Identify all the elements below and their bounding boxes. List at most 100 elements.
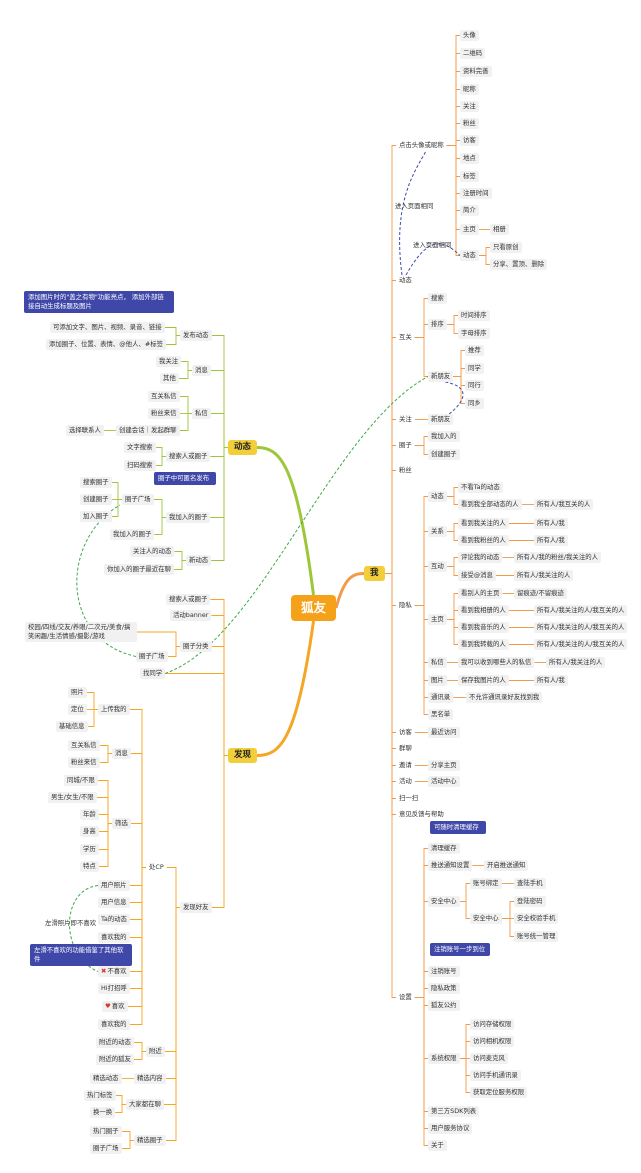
topic-label: 所有人/我关注的人 xyxy=(517,571,571,579)
topic-node: 通讯录 xyxy=(428,692,454,703)
topic-node: 动态 xyxy=(428,491,447,502)
topic-node: 扫码搜索 xyxy=(124,460,156,471)
topic-label: 用户照片 xyxy=(101,881,127,889)
callout-note: 圈子中可匿名发布 xyxy=(154,472,216,485)
topic-label: 特点 xyxy=(83,862,96,870)
topic-label: 注销账号 xyxy=(431,967,457,975)
topic-label: 访问相机权限 xyxy=(473,1037,512,1045)
branch-line xyxy=(414,445,428,455)
topic-label: 私信 xyxy=(431,658,444,666)
callout-note: 添加图片时的"盖之有物"功能亮点， 添加外部链接自动生成标题及图片 xyxy=(24,291,174,313)
topic-label: 安全中心 xyxy=(431,897,457,905)
topic-label: Ta的动态 xyxy=(101,915,127,923)
topic-label: 昵称 xyxy=(463,85,476,93)
topic-label: 看到我关注的人 xyxy=(461,519,506,527)
topic-node: 搜索 xyxy=(428,293,447,304)
topic-label: 发布动态 xyxy=(183,331,209,339)
topic-node: 动态 xyxy=(396,275,415,286)
topic-node: 处CP xyxy=(146,862,167,873)
topic-node: 粉丝 xyxy=(396,465,415,476)
topic-label: 喜欢我的 xyxy=(101,933,127,941)
topic-label: 获取定位服务权限 xyxy=(473,1088,525,1096)
annotation-label: 进入页面相同 xyxy=(395,202,434,210)
topic-node: ✖不喜欢 xyxy=(98,966,130,977)
topic-label: 所有人/我 xyxy=(537,519,565,527)
topic-node: 简介 xyxy=(460,205,479,216)
topic-node: 隐私政策 xyxy=(428,983,460,994)
topic-label: 所有人/我关注的人/我互关的人 xyxy=(537,606,625,614)
topic-node: 访客 xyxy=(460,135,479,146)
branch-line xyxy=(179,413,192,431)
topic-node: 私信 xyxy=(192,408,211,419)
topic-node: 访问手机通讯录 xyxy=(470,1070,521,1081)
topic-label: 接受@消息 xyxy=(461,571,493,579)
topic-node: 黑名单 xyxy=(428,709,454,720)
topic-node: 群聊 xyxy=(396,743,415,754)
topic-label: 通讯录 xyxy=(431,693,451,701)
topic-label: 圈子分类 xyxy=(183,642,209,650)
topic-node: 附近的狐友 xyxy=(96,1054,134,1065)
topic-node: 搜索圈子 xyxy=(80,477,112,488)
branch-line xyxy=(414,997,428,1146)
topic-label: 消息 xyxy=(195,366,208,374)
topic-label: 动态 xyxy=(431,492,444,500)
topic-label: 新朋友 xyxy=(431,372,451,380)
topic-label: 创建圈子 xyxy=(431,450,457,458)
topic-label: 搜索人或圈子 xyxy=(169,595,208,603)
topic-label: 所有人/我的粉丝/我关注的人 xyxy=(517,553,598,561)
topic-node: 粉丝来信 xyxy=(68,757,100,768)
topic-label: 活动中心 xyxy=(431,777,457,785)
topic-node: 新朋友 xyxy=(428,371,454,382)
topic-label: 狐友公约 xyxy=(431,1001,457,1009)
topic-node: 用户信息 xyxy=(98,897,130,908)
topic-label: 喜欢 xyxy=(111,1002,125,1010)
branch-line xyxy=(446,145,460,256)
topic-node: 互动 xyxy=(428,561,447,572)
topic-label: 第三方SDK列表 xyxy=(431,1107,477,1115)
annotation-label: 进入页面相同 xyxy=(413,241,452,249)
topic-node: 标签 xyxy=(460,171,479,182)
topic-label: 资料完善 xyxy=(463,67,489,75)
topic-node: 附近 xyxy=(146,1046,165,1057)
topic-label: 其他 xyxy=(163,374,176,382)
topic-node: 访问麦克风 xyxy=(470,1053,508,1064)
topic-label: 新朋友 xyxy=(431,415,451,423)
branch-line xyxy=(446,324,458,334)
branch-line xyxy=(165,907,180,1141)
topic-label: 推送通知设置 xyxy=(431,861,470,869)
branch-line xyxy=(478,255,490,265)
topic-node: 所有人/我互关的人 xyxy=(534,499,594,510)
topic-node: 只看原创 xyxy=(490,242,522,253)
topic-label: 访问手机通讯录 xyxy=(473,1071,518,1079)
topic-label: 换一换 xyxy=(93,1108,113,1116)
topic-label: 不喜欢 xyxy=(107,967,127,975)
topic-node: 粉丝来信 xyxy=(148,408,180,419)
topic-node: 所有人/我关注的人 xyxy=(546,657,606,668)
root-topic: 狐友 xyxy=(291,595,337,621)
topic-node: 关注人的动态 xyxy=(130,546,175,557)
topic-label: 学历 xyxy=(83,845,96,853)
branch-line xyxy=(501,918,514,937)
topic-node: 注册时间 xyxy=(460,188,492,199)
topic-node: 排序 xyxy=(428,319,447,330)
topic-node: 狐友公约 xyxy=(428,1000,460,1011)
topic-node: 圈子 xyxy=(396,440,415,451)
branch-line xyxy=(129,867,146,1025)
topic-node: 互关 xyxy=(396,332,415,343)
topic-label: 我关注 xyxy=(159,357,179,365)
topic-label: 上传我的 xyxy=(101,705,127,713)
topic-node: 同乡 xyxy=(465,398,484,409)
topic-node: 我可以收到哪些人的私信 xyxy=(458,657,535,668)
topic-label: 发现好友 xyxy=(183,903,209,911)
topic-node: 圈子广场 xyxy=(122,494,154,505)
topic-label: 圈子广场 xyxy=(139,652,165,660)
topic-label: 圈子 xyxy=(399,441,412,449)
topic-label: 清理缓存 xyxy=(431,844,457,852)
topic-node: 我加入的 xyxy=(428,431,460,442)
branch-line xyxy=(98,823,112,867)
branch-line xyxy=(211,755,228,908)
topic-label: 二维码 xyxy=(463,49,483,57)
topic-node: 同行 xyxy=(465,380,484,391)
topic-node: 同城/不限 xyxy=(64,775,98,786)
